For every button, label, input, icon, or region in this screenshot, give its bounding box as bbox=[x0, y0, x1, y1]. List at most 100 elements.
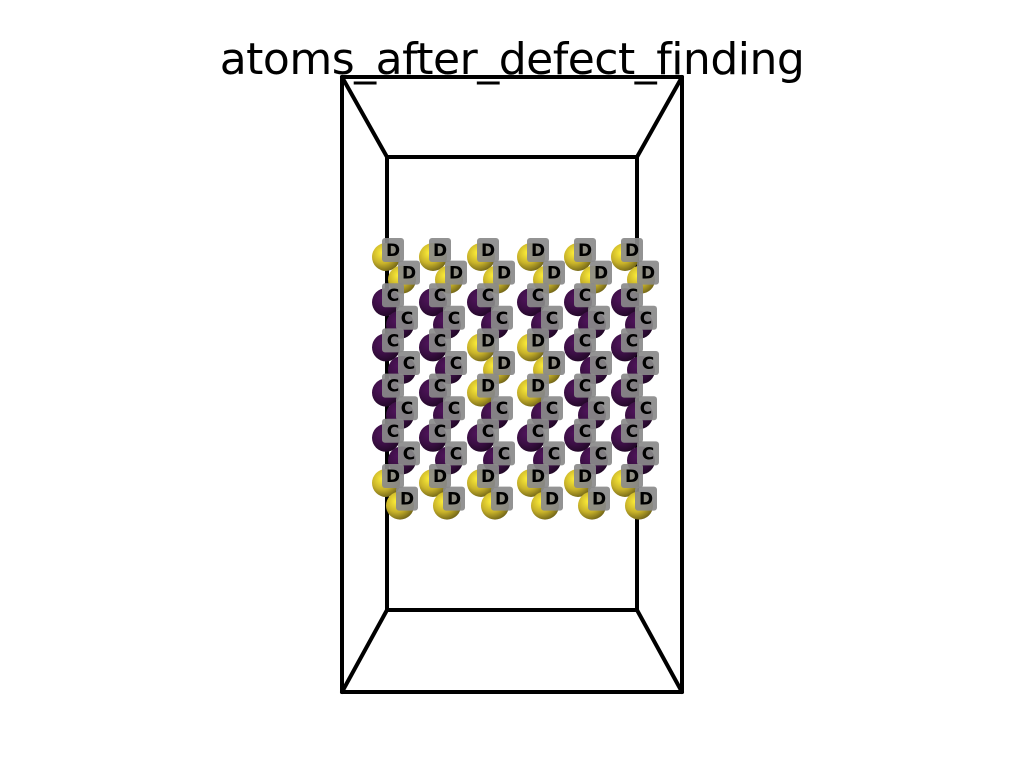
atom-label-normal-r2-c1: C bbox=[429, 283, 451, 308]
atom-label-defect-r1-c3: D bbox=[543, 260, 565, 285]
atom-label-text: C bbox=[579, 331, 591, 351]
atom-label-normal-r4-c4: C bbox=[574, 328, 596, 353]
atom-label-background bbox=[493, 260, 515, 285]
atom-label-normal-r2-c3: C bbox=[527, 283, 549, 308]
atom-label-defect-r6-c3: D bbox=[527, 373, 549, 398]
atom-label-text: D bbox=[497, 354, 511, 374]
atom-label-normal-r9-c0: C bbox=[398, 441, 420, 466]
atom-label-normal-r9-c4: C bbox=[590, 441, 612, 466]
atom-label-defect-r0-c3: D bbox=[527, 238, 549, 262]
atom-label-normal-r5-c4: C bbox=[590, 351, 612, 375]
atom-label-normal-r5-c5: C bbox=[637, 351, 659, 375]
atom-label-defect-r4-c3: D bbox=[527, 328, 549, 353]
atom-label-text: D bbox=[481, 331, 495, 351]
atom-label-normal-r7-c0: C bbox=[396, 396, 418, 421]
atom-label-background bbox=[443, 396, 465, 421]
atom-label-normal-r9-c2: C bbox=[493, 441, 515, 466]
atom-label-normal-r4-c1: C bbox=[429, 328, 451, 353]
simulation-box-wireframe bbox=[340, 75, 684, 694]
atom-label-background bbox=[477, 328, 499, 353]
atom-label-text: C bbox=[626, 331, 638, 351]
atom-label-normal-r3-c4: C bbox=[588, 305, 610, 330]
atom-label-text: C bbox=[579, 377, 591, 397]
atom-label-normal-r7-c1: C bbox=[443, 396, 465, 421]
atom-label-background bbox=[477, 283, 499, 308]
atom-label-background bbox=[382, 283, 404, 308]
atom-label-background bbox=[382, 238, 404, 262]
atom-label-normal-r4-c5: C bbox=[621, 328, 643, 353]
atom-label-background bbox=[588, 305, 610, 330]
atom-label-text: D bbox=[402, 264, 416, 284]
atom-label-background bbox=[396, 396, 418, 421]
atom-label-text: D bbox=[449, 264, 463, 284]
atom-label-background bbox=[443, 486, 465, 511]
atom-label-background bbox=[637, 351, 659, 375]
atom-label-normal-r3-c1: C bbox=[443, 305, 465, 330]
atom-label-background bbox=[574, 418, 596, 443]
atom-label-background bbox=[477, 418, 499, 443]
atom-label-defect-r0-c4: D bbox=[574, 238, 596, 262]
atom-label-background bbox=[491, 486, 513, 511]
atom-label-text: D bbox=[386, 467, 400, 487]
atom-label-normal-r4-c0: C bbox=[382, 328, 404, 353]
box-edge-diag-bl bbox=[340, 608, 389, 694]
atom-label-text: C bbox=[448, 399, 460, 419]
atom-label-normal-r7-c4: C bbox=[588, 396, 610, 421]
atom-label-text: D bbox=[497, 264, 511, 284]
atom-label-normal-r5-c0: C bbox=[398, 351, 420, 375]
atom-label-text: D bbox=[531, 377, 545, 397]
atom-label-text: C bbox=[548, 444, 560, 464]
atom-label-text: C bbox=[450, 354, 462, 374]
atom-label-text: C bbox=[401, 399, 413, 419]
atom-label-text: D bbox=[625, 241, 639, 261]
atom-label-defect-r1-c5: D bbox=[637, 260, 659, 285]
atom-label-text: C bbox=[642, 354, 654, 374]
atom-label-text: C bbox=[593, 399, 605, 419]
atom-label-background bbox=[429, 373, 451, 398]
atom-label-text: D bbox=[481, 241, 495, 261]
atom-label-text: D bbox=[641, 264, 655, 284]
atom-label-normal-r8-c5: C bbox=[621, 418, 643, 443]
atom-label-defect-r0-c5: D bbox=[621, 238, 643, 262]
atom-label-text: C bbox=[642, 444, 654, 464]
atom-label-defect-r11-c3: D bbox=[541, 486, 563, 511]
atom-label-text: C bbox=[448, 309, 460, 329]
atom-label-background bbox=[621, 328, 643, 353]
atom-label-background bbox=[621, 464, 643, 488]
atom-label-text: C bbox=[387, 422, 399, 442]
atom-label-background bbox=[527, 418, 549, 443]
atom-label-background bbox=[574, 373, 596, 398]
atom-label-text: C bbox=[450, 444, 462, 464]
atom-label-background bbox=[621, 283, 643, 308]
atom-label-text: D bbox=[578, 241, 592, 261]
atom-label-background bbox=[382, 373, 404, 398]
atom-label-defect-r0-c0: D bbox=[382, 238, 404, 262]
atom-label-background bbox=[382, 328, 404, 353]
atom-label-normal-r9-c1: C bbox=[445, 441, 467, 466]
atom-label-text: D bbox=[547, 264, 561, 284]
atom-label-text: C bbox=[482, 422, 494, 442]
atom-label-background bbox=[527, 238, 549, 262]
atom-label-background bbox=[543, 351, 565, 375]
atom-label-text: D bbox=[594, 264, 608, 284]
atom-label-background bbox=[491, 396, 513, 421]
atom-label-normal-r8-c4: C bbox=[574, 418, 596, 443]
atom-label-defect-r0-c1: D bbox=[429, 238, 451, 262]
atom-label-background bbox=[590, 441, 612, 466]
atom-label-text: D bbox=[625, 467, 639, 487]
atom-label-background bbox=[527, 283, 549, 308]
atom-label-background bbox=[574, 464, 596, 488]
atom-label-background bbox=[429, 283, 451, 308]
atom-label-text: D bbox=[592, 490, 606, 510]
atom-label-background bbox=[429, 418, 451, 443]
atom-label-text: C bbox=[498, 444, 510, 464]
atom-label-text: C bbox=[579, 422, 591, 442]
atom-label-background bbox=[443, 305, 465, 330]
atom-label-text: C bbox=[496, 399, 508, 419]
atom-label-background bbox=[637, 441, 659, 466]
atom-label-text: C bbox=[626, 422, 638, 442]
atom-label-text: C bbox=[546, 309, 558, 329]
atom-label-normal-r7-c2: C bbox=[491, 396, 513, 421]
atom-label-defect-r6-c2: D bbox=[477, 373, 499, 398]
